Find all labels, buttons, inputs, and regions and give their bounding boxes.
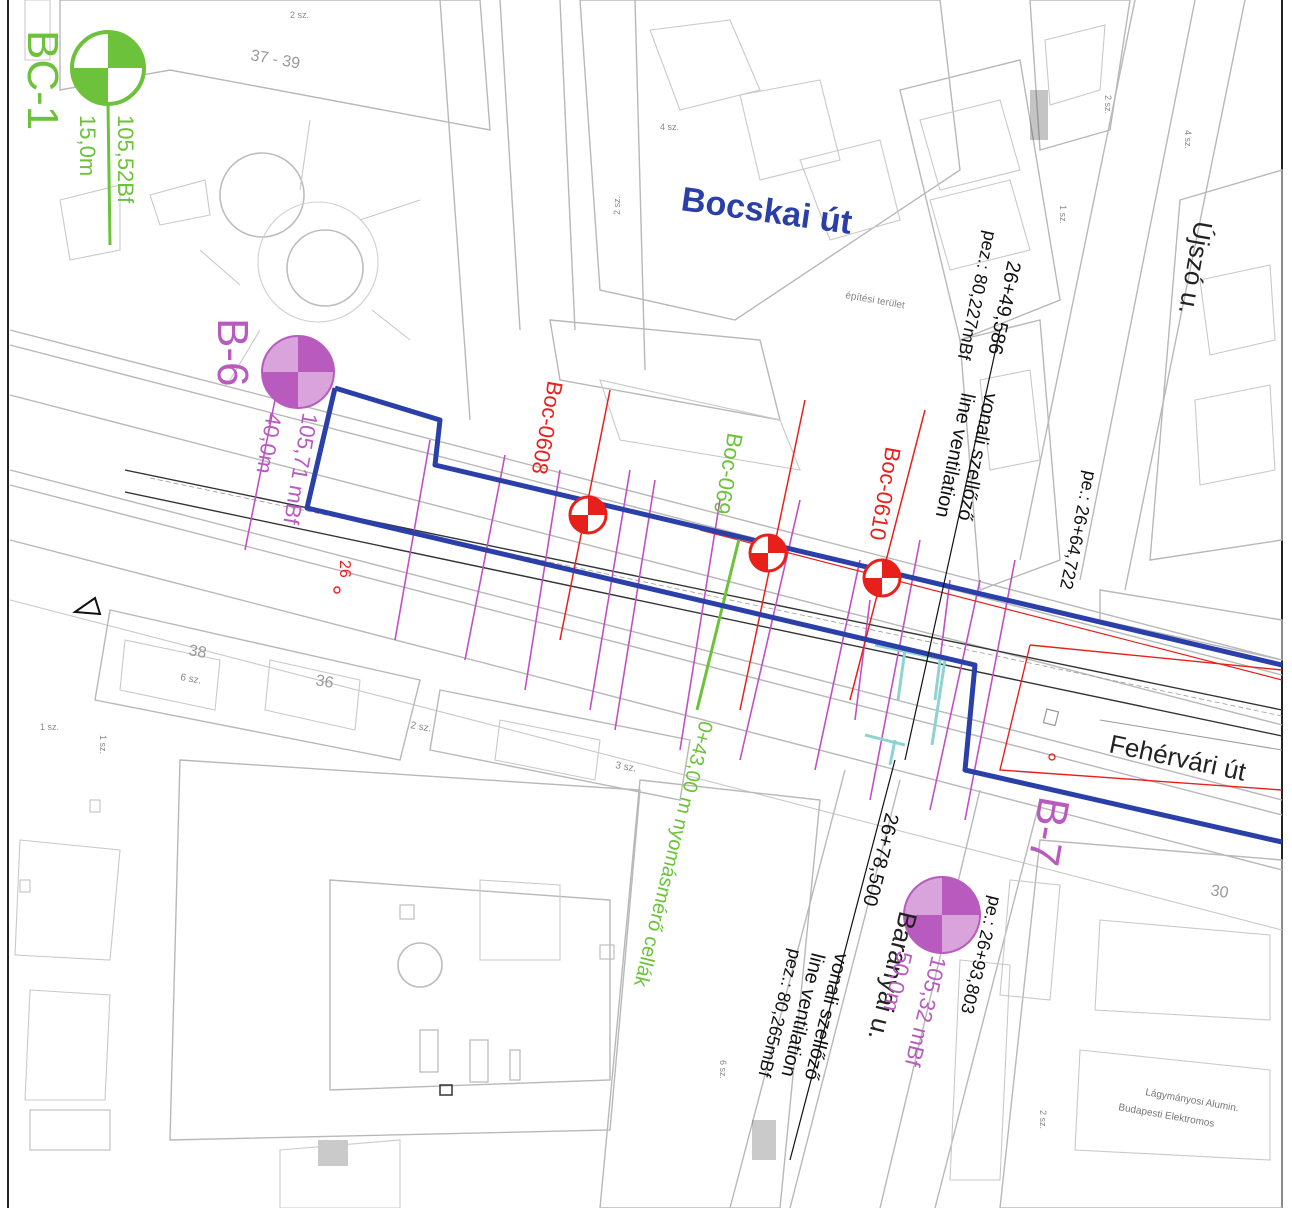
svg-text:4 sz.: 4 sz. [1183, 130, 1193, 149]
borehole-bc1-depth: 15,0m [75, 115, 100, 176]
station-outline-red [999, 644, 1283, 791]
red-marker [333, 586, 341, 594]
svg-text:2 sz.: 2 sz. [1103, 95, 1113, 114]
svg-text:2 sz.: 2 sz. [612, 196, 622, 215]
house-36-label: 36 [314, 672, 335, 692]
borehole-bc1-label: BC-1 [18, 30, 67, 130]
svg-text:1 sz.: 1 sz. [1058, 205, 1068, 224]
svg-text:4 sz.: 4 sz. [660, 122, 679, 132]
borehole-bc1-symbol [70, 30, 146, 246]
borehole-b6-symbol [261, 335, 335, 409]
house-38-label: 38 [187, 642, 208, 662]
svg-text:6 sz.: 6 sz. [718, 1060, 728, 1079]
borehole-boc0608-symbol [568, 495, 608, 535]
stories-6-label: 6 sz. [179, 672, 202, 687]
route-boundary [304, 385, 1283, 845]
svg-text:2 sz.: 2 sz. [1038, 1110, 1048, 1129]
stories-3-label: 3 sz. [614, 760, 637, 775]
svg-text:1 sz.: 1 sz. [40, 722, 59, 732]
borehole-boc0610-symbol [862, 558, 902, 598]
ventilation-axis-1 [904, 329, 1001, 761]
ventilation-axis-2 [789, 759, 896, 1161]
borehole-b6-label: B-6 [208, 318, 257, 386]
svg-text:2 sz.: 2 sz. [290, 10, 309, 20]
borehole-b7-label: B-7 [1018, 793, 1078, 869]
pressure-cell-line [695, 534, 742, 711]
borehole-bc1-elevation: 105,52Bf [113, 115, 138, 204]
house-30-label: 30 [1209, 882, 1230, 902]
stories-2-label: 2 sz. [409, 720, 432, 735]
triangle-marker [72, 596, 102, 616]
base-linework: 2 sz. 2 sz. 4 sz. 1 sz. 1 sz. 4 sz. 2 sz… [9, 0, 1283, 1208]
borehole-b7-symbol [903, 876, 981, 954]
svg-text:1 sz.: 1 sz. [98, 735, 108, 754]
borehole-boc069-symbol [748, 533, 788, 573]
cross-section-lines [244, 399, 1016, 821]
number-26-label: 26 [336, 560, 353, 578]
